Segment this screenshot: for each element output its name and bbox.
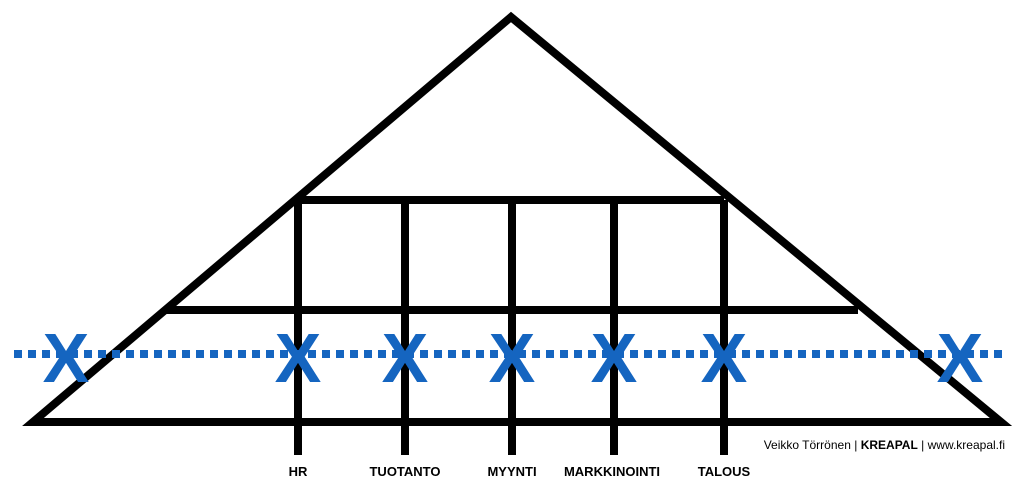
department-label-hr: HR	[289, 464, 308, 479]
x-marker-myynti: X	[489, 319, 536, 397]
x-marker-hr: X	[275, 319, 322, 397]
x-marker-right-edge: X	[937, 319, 984, 397]
pyramid-structure	[22, 11, 1013, 455]
x-marker-talous: X	[701, 319, 748, 397]
credit-website: www.kreapal.fi	[927, 438, 1005, 452]
credit-brand: KREAPAL	[861, 438, 918, 452]
credit-author: Veikko Törrönen	[764, 438, 851, 452]
department-label-myynti: MYYNTI	[487, 464, 536, 479]
pyramid-outline	[22, 11, 1013, 426]
x-marker-markkinointi: X	[591, 319, 638, 397]
credit-separator-2: |	[921, 438, 924, 452]
credit-separator-1: |	[854, 438, 857, 452]
x-markers: X X X X X X X	[43, 319, 984, 397]
x-marker-left-edge: X	[43, 319, 90, 397]
credit-line: Veikko Törrönen | KREAPAL | www.kreapal.…	[764, 438, 1005, 452]
department-labels: HR TUOTANTO MYYNTI MARKKINOINTI TALOUS	[289, 464, 751, 479]
x-marker-tuotanto: X	[382, 319, 429, 397]
department-label-markkinointi: MARKKINOINTI	[564, 464, 660, 479]
department-label-tuotanto: TUOTANTO	[369, 464, 440, 479]
department-label-talous: TALOUS	[698, 464, 751, 479]
